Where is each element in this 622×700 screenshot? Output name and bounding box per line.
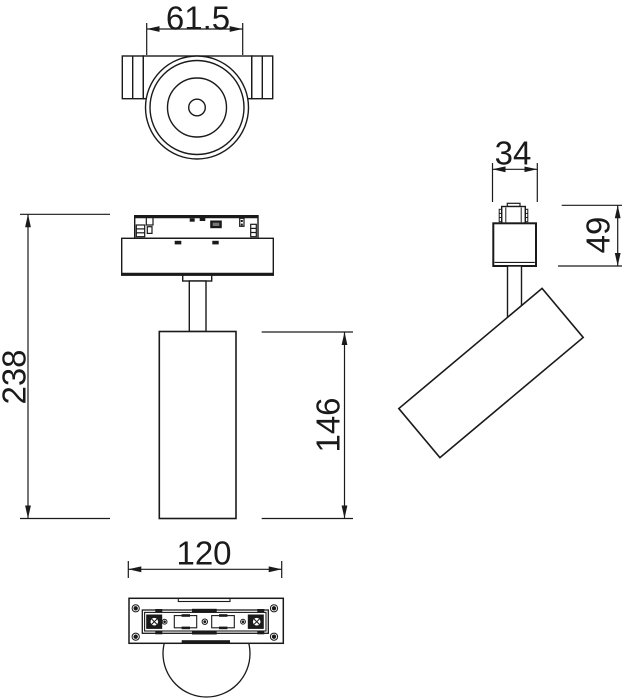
plate-bottom-tab bbox=[181, 640, 230, 644]
top-view bbox=[121, 55, 274, 160]
screw-icon bbox=[269, 632, 279, 641]
bottom-view bbox=[128, 597, 285, 698]
dimension-adapter-height bbox=[558, 204, 622, 267]
adapter-small-window bbox=[146, 226, 153, 234]
adapter-left-grille bbox=[135, 224, 146, 238]
dim-label-adapter-height: 49 bbox=[579, 216, 617, 254]
connector-right-ridges bbox=[524, 208, 529, 223]
adapter-switch-slider bbox=[212, 222, 220, 226]
plate-top-tab bbox=[177, 597, 231, 603]
adapter-notch bbox=[145, 215, 154, 226]
tilted-lamp-body bbox=[397, 287, 585, 459]
channel-edge-tabs bbox=[155, 608, 265, 635]
lamp-led-circle bbox=[187, 98, 206, 117]
lamp-head-outer-circle bbox=[144, 55, 250, 160]
adapter-contact-2 bbox=[199, 217, 206, 221]
dim-label-overall-height: 238 bbox=[0, 349, 33, 405]
adapter-box bbox=[492, 222, 537, 268]
lamp-body bbox=[158, 330, 237, 520]
adapter-right-grille bbox=[250, 223, 257, 238]
connector-left-ridges bbox=[498, 208, 503, 223]
dim-label-base-width: 120 bbox=[176, 534, 232, 572]
lamp-head-bezel-circle bbox=[149, 59, 245, 156]
adapter-contact-1 bbox=[189, 218, 195, 222]
channel-pin-holes bbox=[161, 618, 246, 625]
corner-screws bbox=[131, 604, 279, 641]
mounting-base bbox=[120, 237, 275, 276]
screw-icon bbox=[149, 616, 160, 627]
screw-icon bbox=[251, 616, 262, 627]
front-view bbox=[120, 214, 275, 520]
screw-icon bbox=[131, 604, 140, 613]
channel-slot-left bbox=[173, 614, 198, 630]
base-tab-left bbox=[174, 240, 182, 245]
dimension-adapter-width bbox=[491, 163, 538, 202]
channel-slot-right bbox=[211, 614, 235, 630]
base-tab-right bbox=[212, 240, 219, 245]
dimension-body-height bbox=[261, 331, 353, 520]
lamp-lens-circle bbox=[166, 77, 228, 138]
side-view bbox=[397, 202, 585, 459]
screw-icon bbox=[269, 604, 279, 613]
track-connector bbox=[501, 205, 527, 224]
dimension-overall-height bbox=[20, 213, 110, 520]
dim-label-head-diameter: 61.5 bbox=[165, 0, 231, 37]
adapter-right-connector bbox=[239, 217, 245, 227]
dim-label-body-height: 146 bbox=[309, 397, 347, 453]
dimension-base-width bbox=[127, 561, 283, 578]
dim-label-adapter-width: 34 bbox=[494, 134, 532, 172]
swivel-neck bbox=[181, 274, 213, 282]
dimension-head-diameter bbox=[146, 23, 244, 55]
screw-icon bbox=[131, 632, 140, 641]
stem bbox=[188, 280, 207, 333]
